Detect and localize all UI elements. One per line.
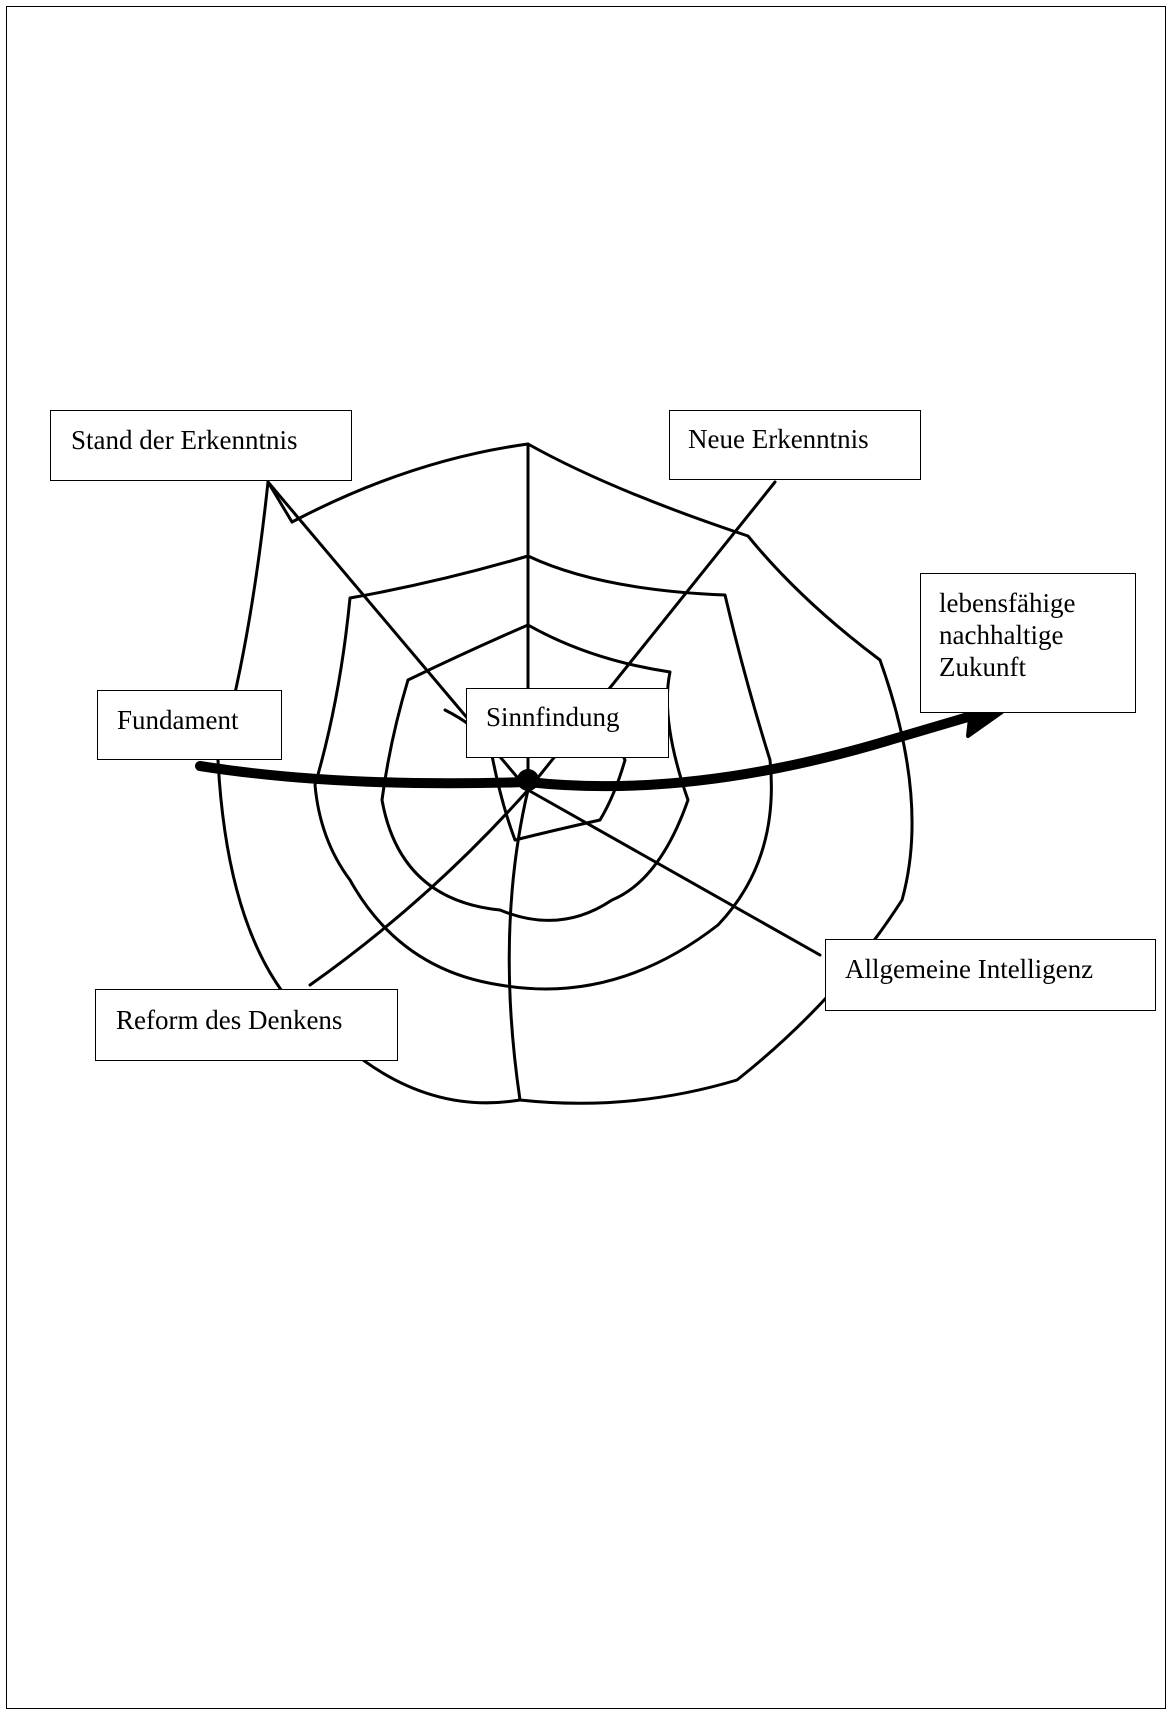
web-spoke <box>308 788 530 987</box>
web-spoke <box>507 788 530 1102</box>
page-frame <box>6 6 1166 1709</box>
web-ring-middle <box>313 554 773 991</box>
label-stand-der-erkenntnis: Stand der Erkenntnis <box>50 410 352 481</box>
label-neue-erkenntnis: Neue Erkenntnis <box>669 410 921 480</box>
zukunft-line-1: lebensfähige <box>939 588 1076 618</box>
label-sinnfindung: Sinnfindung <box>466 688 669 758</box>
web-ring-inner <box>380 623 690 922</box>
label-reform-des-denkens: Reform des Denkens <box>95 989 398 1061</box>
web-ring-outer <box>216 442 914 1105</box>
label-lebensfaehige-nachhaltige-zukunft: lebensfähige nachhaltige Zukunft <box>920 573 1136 713</box>
label-allgemeine-intelligenz: Allgemeine Intelligenz <box>825 939 1156 1011</box>
zukunft-line-2: nachhaltige <box>939 620 1064 650</box>
development-arrow-line <box>195 707 990 792</box>
zukunft-line-3: Zukunft <box>939 652 1026 682</box>
label-fundament: Fundament <box>97 690 282 760</box>
web-spoke <box>526 788 822 957</box>
